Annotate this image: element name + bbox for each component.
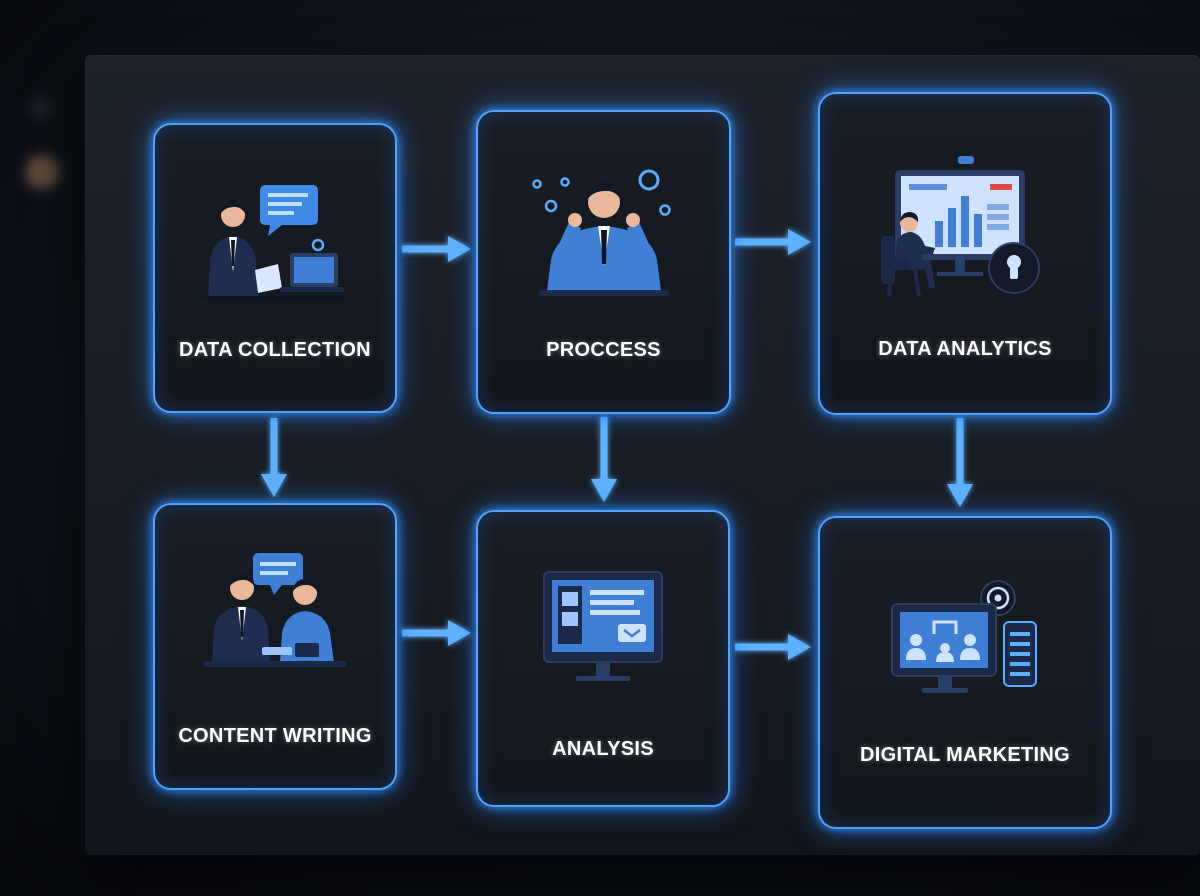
step-label: PROCCESS (546, 339, 661, 361)
arrow-data-collection-to-process (402, 236, 471, 262)
step-label: CONTENT WRITING (178, 725, 372, 747)
monitor-analysis-icon (538, 570, 668, 695)
step-content-writing: CONTENT WRITING (153, 503, 397, 790)
thinking-person-icon (529, 162, 679, 307)
arrow-process-to-analysis (591, 417, 617, 502)
marketing-monitor-icon (890, 574, 1040, 709)
step-label: DIGITAL MARKETING (860, 744, 1070, 766)
arrow-data-collection-to-content-writing (261, 418, 287, 497)
step-label: ANALYSIS (552, 738, 654, 760)
arrow-data-analytics-to-digital-marketing (947, 418, 973, 507)
step-proccess: PROCCESS (476, 110, 731, 414)
step-data-collection: DATA COLLECTION (153, 123, 397, 413)
analytics-dashboard-icon (875, 156, 1055, 311)
step-label: DATA ANALYTICS (878, 338, 1052, 360)
arrow-analysis-to-digital-marketing (735, 634, 811, 660)
two-people-writing-icon (200, 553, 350, 683)
step-label: DATA COLLECTION (179, 339, 371, 361)
step-digital-marketing: DIGITAL MARKETING (818, 516, 1112, 829)
background-light (28, 95, 54, 121)
step-analysis: ANALYSIS (476, 510, 730, 807)
arrow-process-to-data-analytics (735, 229, 811, 255)
background-light (25, 155, 59, 189)
step-data-analytics: DATA ANALYTICS (818, 92, 1112, 415)
arrow-content-writing-to-analysis (402, 620, 471, 646)
person-laptop-chat-icon (200, 180, 350, 310)
